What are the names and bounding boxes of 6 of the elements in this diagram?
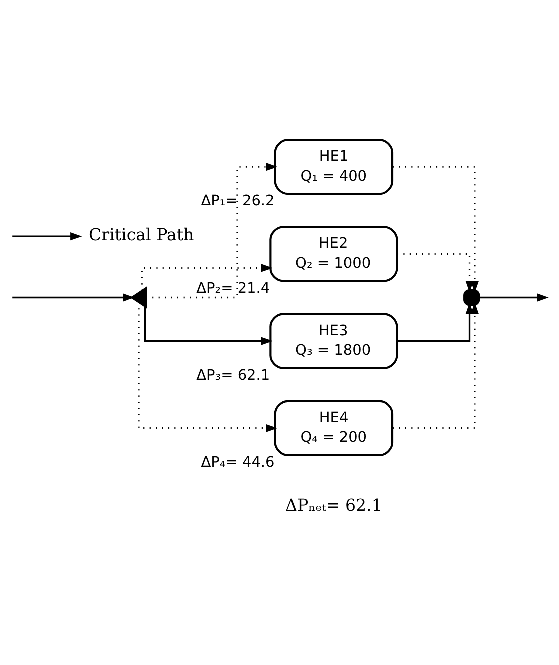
node-label: ΔP₃= 62.1 (196, 367, 270, 384)
node-label: ΔP₄= 44.6 (201, 454, 275, 470)
label: ΔPₙₑₜ= 62.1 (285, 496, 382, 515)
node-label: ΔP₁= 26.2 (201, 193, 275, 210)
node-label: ΔP₂= 21.4 (196, 280, 270, 296)
legend-label: Critical Path (88, 225, 194, 244)
